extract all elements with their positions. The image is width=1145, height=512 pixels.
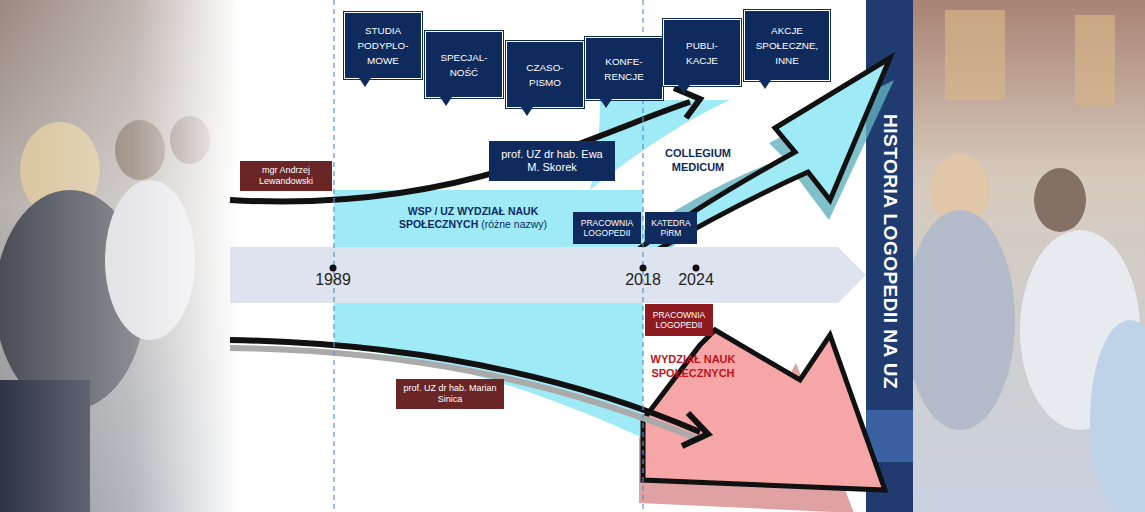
lower-curve-head [682,413,708,446]
callout-box: STUDIA PODYPLO- MOWE [344,12,422,79]
callout-box: KONFE- RENCJE [585,37,663,100]
box-text: CZASO- PISMO [526,60,563,90]
unit-box: PRACOWNIA LOGOPEDII [645,304,713,336]
callout-box: AKCJE SPOŁECZNE, INNE [744,10,830,81]
unit-note: (różne nazwy) [481,218,547,230]
year-label: 2018 [625,271,661,288]
audience-photo-right [905,0,1145,512]
label-holder: 1989 [300,270,366,290]
box-text: AKCJE SPOŁECZNE, INNE [756,23,819,68]
box-text: prof. UZ dr hab. Marian Sinica [401,383,499,405]
box-text: KONFE- RENCJE [604,54,644,84]
year-dot [693,265,700,272]
callout-box: CZASO- PISMO [506,41,584,108]
year-line [333,0,334,512]
person-box: mgr Andrzej Lewandowski [240,161,332,191]
label-holder: 2024 [663,270,729,290]
lower-curve [230,340,700,432]
year-label: 2024 [678,271,714,288]
box-text: KATEDRA PiRM [650,218,692,238]
person-box: prof. UZ dr hab. Ewa M. Skorek [489,141,615,181]
year-dot [330,265,337,272]
person-box: prof. UZ dr hab. Marian Sinica [396,379,504,409]
unit-box: KATEDRA PiRM [645,212,697,244]
unit-label: WYDZIAŁ NAUK SPOŁECZNYCH [651,353,736,379]
box-text: prof. UZ dr hab. Ewa M. Skorek [494,148,610,174]
box-text: mgr Andrzej Lewandowski [245,165,327,187]
label-holder: WSP / UZ WYDZIAŁ NAUK SPOŁECZNYCH (różne… [388,205,558,231]
label-holder: WYDZIAŁ NAUK SPOŁECZNYCH [648,352,738,380]
year-dot [640,265,647,272]
label-holder: COLLEGIUM MEDICUM [648,146,748,174]
timeline-band [230,247,866,303]
upper-curve [230,102,690,202]
box-text: SPECJAL- NOŚĆ [440,50,487,80]
unit-label: COLLEGIUM MEDICUM [665,147,731,173]
audience-photo-left [0,0,240,512]
callout-box: PUBLI- KACJE [663,19,741,86]
callout-box: SPECJAL- NOŚĆ [425,31,503,98]
label-holder: 2018 [610,270,676,290]
box-text: STUDIA PODYPLO- MOWE [357,23,408,68]
unit-box: PRACOWNIA LOGOPEDII [573,212,641,244]
diagram-title: HISTORIA LOGOPEDII NA UZ [879,114,901,389]
box-text: PRACOWNIA LOGOPEDII [650,310,708,330]
box-text: PRACOWNIA LOGOPEDII [578,218,636,238]
year-label: 1989 [315,271,351,288]
box-text: PUBLI- KACJE [686,38,718,68]
